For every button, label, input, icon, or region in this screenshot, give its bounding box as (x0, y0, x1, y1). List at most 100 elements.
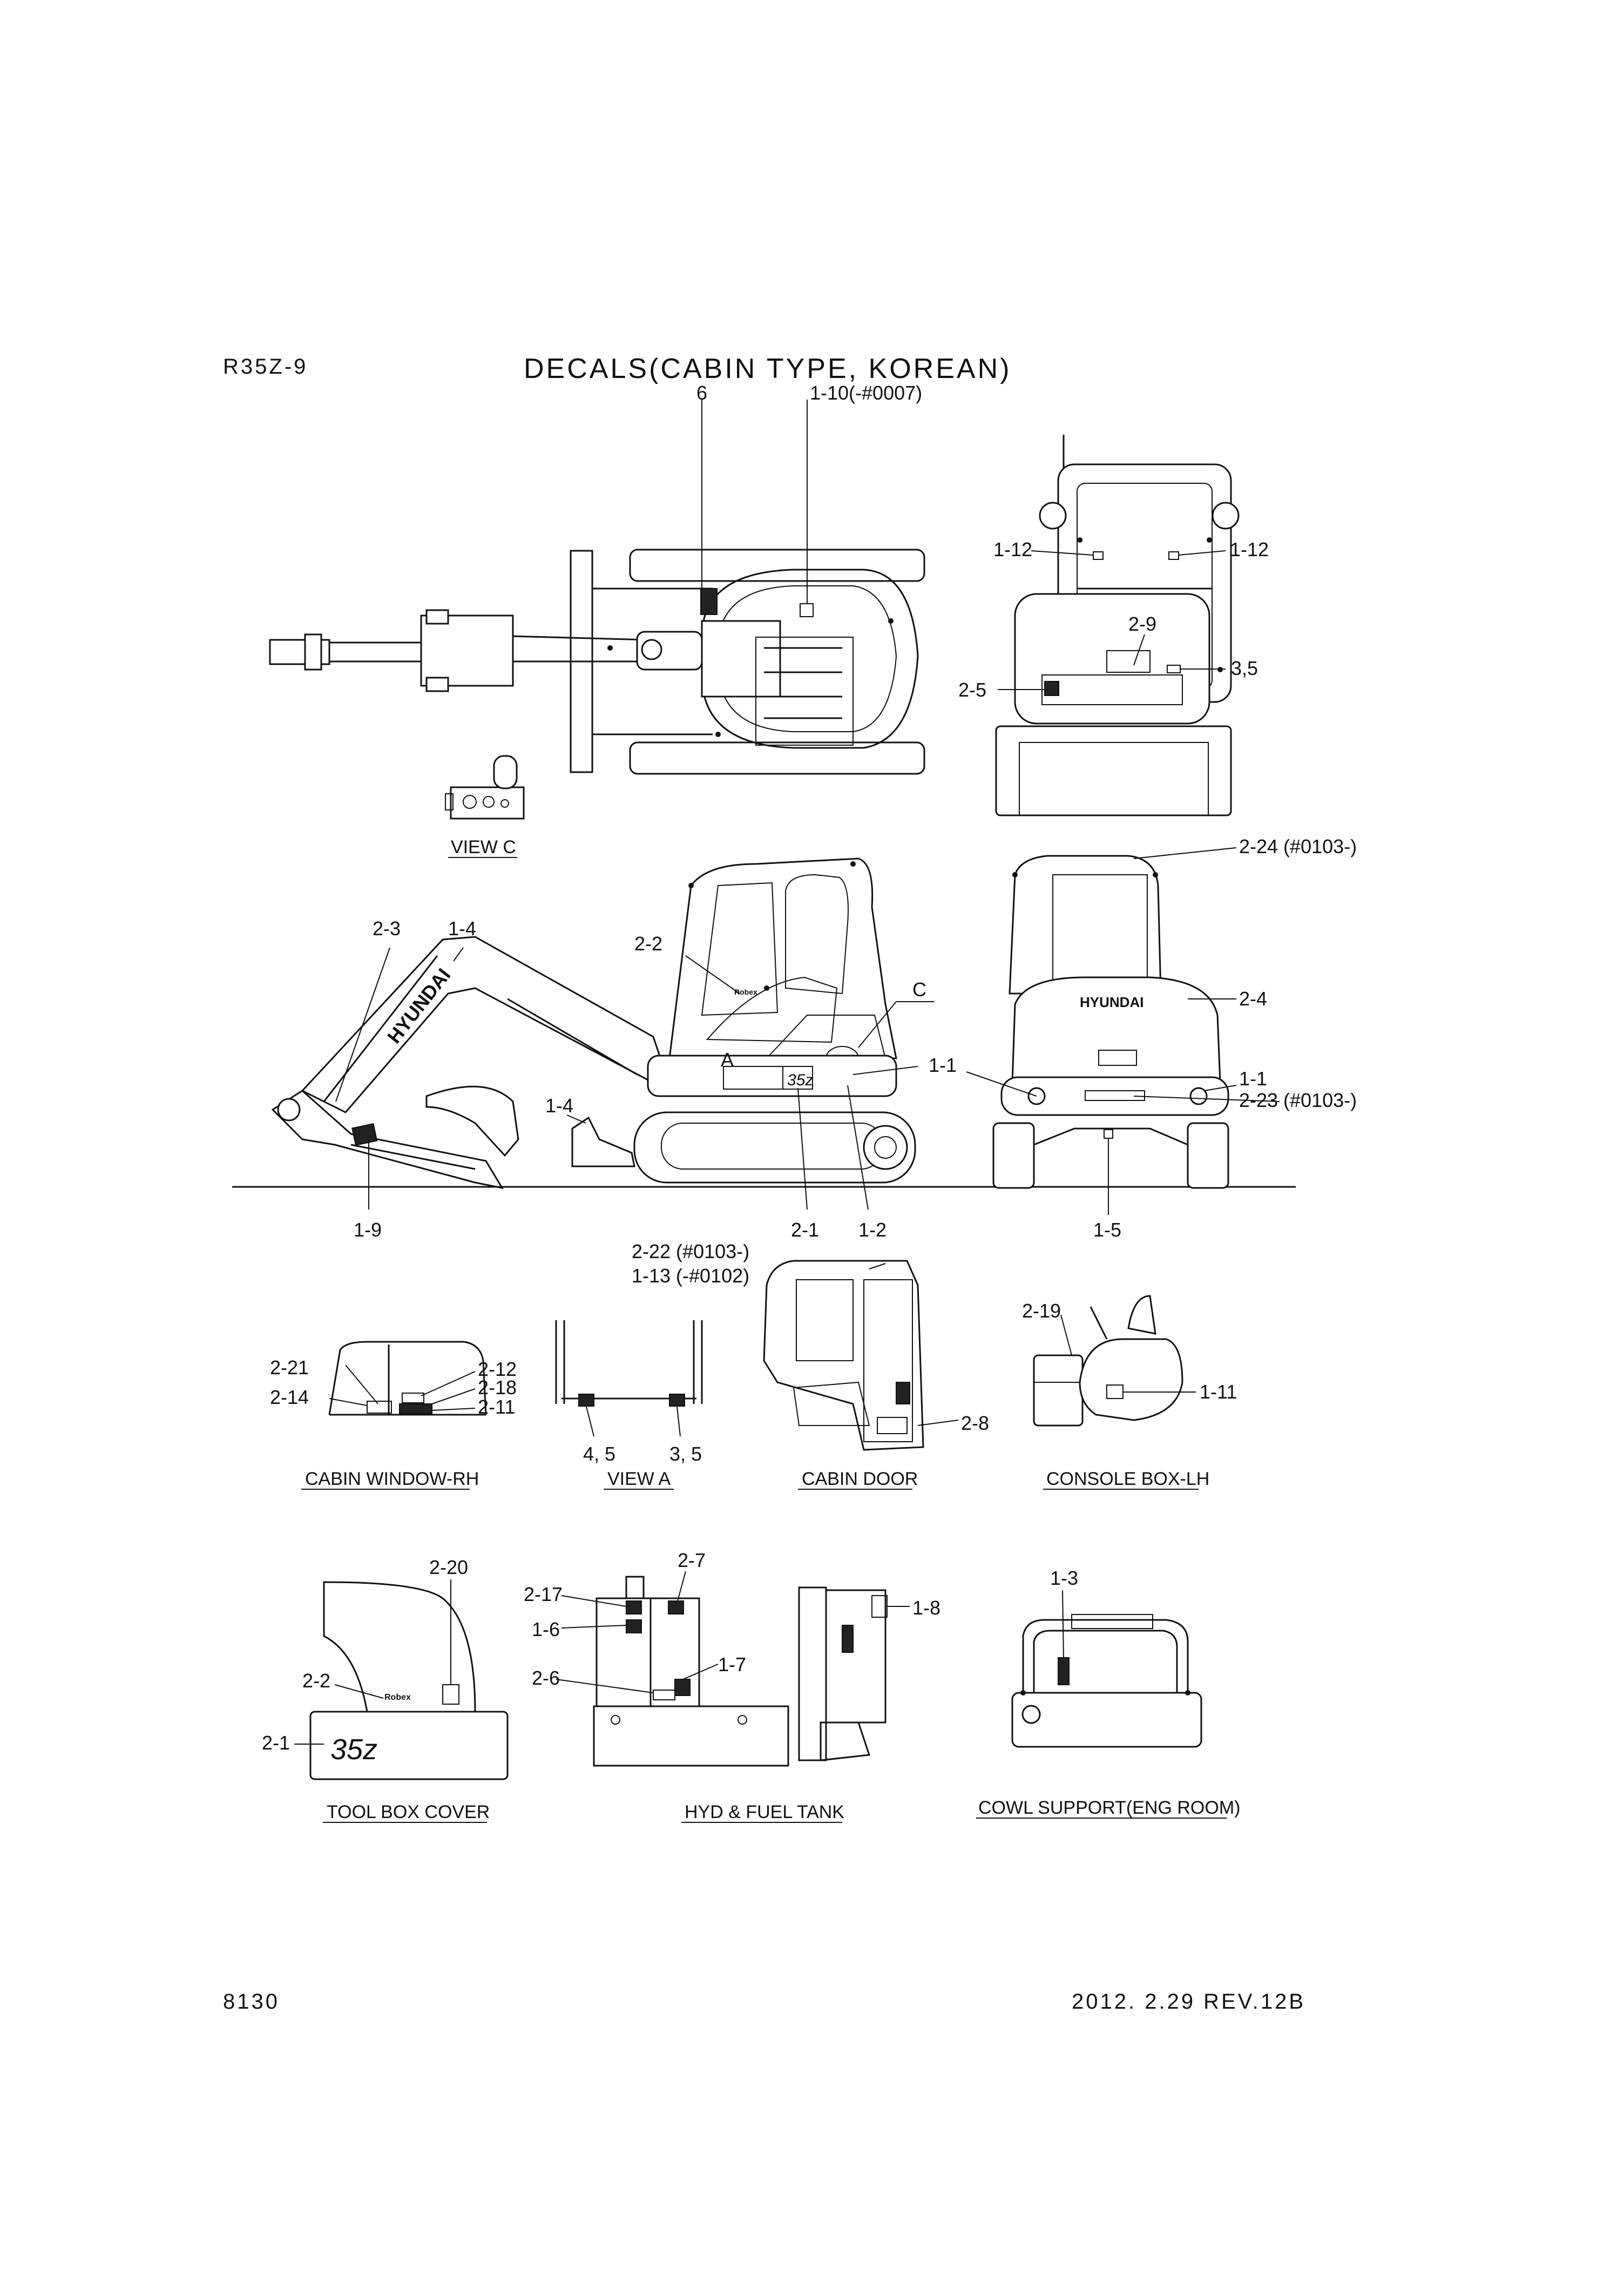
cabin-window-rh-drawing (328, 1341, 487, 1416)
callout-2-11: 2-11 (478, 1396, 515, 1418)
callout-1-10: 1-10(-#0007) (810, 382, 922, 404)
callout-1-11: 1-11 (1200, 1381, 1237, 1403)
callout-1-1-side: 1-1 (929, 1054, 957, 1076)
callout-1-12-left: 1-12 (993, 538, 1032, 560)
callout-1-5: 1-5 (1093, 1219, 1121, 1241)
callout-2-12: 2-12 (478, 1358, 517, 1380)
tool-box-cover-drawing: 35z Robex (309, 1581, 509, 1780)
view-marker-a: A (721, 1049, 734, 1071)
rear-view-drawing: HYUNDAI (992, 855, 1229, 1189)
callout-1-4-boom: 1-4 (448, 917, 476, 940)
caption-hyd-fuel-tank: HYD & FUEL TANK (685, 1802, 844, 1822)
revision-date: 2012. 2.29 REV.12B (1072, 1990, 1305, 2014)
leader-line (1133, 1096, 1280, 1102)
cowl-support-drawing (1011, 1614, 1202, 1748)
caption-cabin-door: CABIN DOOR (802, 1469, 918, 1489)
console-box-lh-drawing (1033, 1295, 1183, 1427)
view-c-drawing (445, 755, 525, 820)
callout-6: 6 (696, 382, 707, 404)
leader-line (966, 1071, 1037, 1097)
leader-line (797, 1087, 808, 1210)
callout-3-5-view-a: 3, 5 (669, 1443, 702, 1465)
leader-line (345, 1364, 378, 1404)
leader-line (685, 955, 740, 994)
side-view-drawing: HYUNDAI 35z Robex (271, 857, 916, 1190)
caption-view-a: VIEW A (607, 1469, 671, 1489)
leader-line (917, 1420, 959, 1426)
callout-1-7: 1-7 (718, 1653, 746, 1676)
leader-line (431, 1408, 476, 1411)
leader-line (858, 1001, 897, 1048)
leader-line (676, 1406, 681, 1437)
leader-line (1133, 634, 1145, 666)
leader-line (421, 1371, 476, 1396)
leader-line (682, 1664, 719, 1680)
caption-cowl-support: COWL SUPPORT(ENG ROOM) (978, 1798, 1240, 1818)
leader-line (1203, 1085, 1237, 1091)
callout-2-5: 2-5 (958, 679, 986, 701)
side-robex-badge: Robex (734, 988, 757, 996)
callout-2-8: 2-8 (961, 1412, 989, 1434)
leader-line (335, 947, 390, 1102)
tool-box-robex-badge: Robex (384, 1693, 411, 1702)
leader-line (586, 1406, 594, 1437)
leader-line (1062, 1590, 1064, 1658)
callout-2-24: 2-24 (#0103-) (1239, 835, 1357, 857)
model-number: R35Z-9 (223, 355, 308, 379)
callout-2-20: 2-20 (429, 1556, 468, 1578)
callout-2-1: 2-1 (791, 1219, 819, 1241)
leader-line (1031, 550, 1094, 556)
callout-1-1-rear: 1-1 (1239, 1068, 1267, 1090)
callout-3-5: 3,5 (1231, 657, 1258, 679)
rear-brand-decal: HYUNDAI (1080, 994, 1143, 1010)
callout-2-22: 2-22 (#0103-) (632, 1240, 749, 1262)
leader-line (556, 1679, 654, 1693)
caption-tool-box-cover: TOOL BOX COVER (327, 1802, 490, 1822)
tool-box-model-badge: 35z (330, 1733, 377, 1766)
callout-1-6: 1-6 (532, 1618, 560, 1640)
leader-line (334, 1684, 384, 1699)
callout-1-4-blade: 1-4 (545, 1095, 573, 1117)
callout-2-23: 2-23 (#0103-) (1239, 1089, 1357, 1111)
callout-2-7: 2-7 (678, 1549, 706, 1571)
callout-2-2: 2-2 (634, 933, 662, 955)
leader-line (847, 1085, 869, 1210)
leader-line (1060, 1314, 1072, 1356)
caption-console-box-lh: CONSOLE BOX-LH (1046, 1469, 1209, 1489)
callout-2-9: 2-9 (1128, 613, 1156, 635)
hyd-fuel-tank-drawing (593, 1576, 888, 1767)
leader-line (561, 1625, 627, 1629)
callout-1-8: 1-8 (912, 1597, 940, 1619)
leader-line (677, 1571, 686, 1602)
leader-line (1133, 847, 1237, 859)
side-model-badge: 35z (787, 1071, 813, 1089)
callout-2-17: 2-17 (524, 1583, 563, 1605)
boom-brand-decal: HYUNDAI (383, 964, 455, 1047)
callout-2-4: 2-4 (1239, 988, 1267, 1010)
top-view-drawing (269, 549, 925, 775)
view-marker-c: C (912, 978, 926, 1001)
callout-2-3: 2-3 (373, 917, 401, 940)
callout-2-2-tool: 2-2 (302, 1670, 330, 1692)
cabin-door-drawing (763, 1260, 924, 1451)
callout-2-14: 2-14 (270, 1386, 309, 1408)
leader-line (1178, 550, 1226, 556)
callout-1-12-right: 1-12 (1230, 538, 1269, 560)
leader-line (453, 947, 464, 962)
front-view-drawing (995, 435, 1240, 816)
callout-1-13: 1-13 (-#0102) (632, 1265, 749, 1287)
caption-cabin-window-rh: CABIN WINDOW-RH (305, 1469, 479, 1489)
page-title: DECALS(CABIN TYPE, KOREAN) (524, 353, 1011, 384)
leader-line (869, 1263, 886, 1269)
leader-line (852, 1066, 918, 1075)
callout-1-3: 1-3 (1050, 1567, 1078, 1589)
callout-1-9: 1-9 (354, 1219, 382, 1241)
callout-2-1-tool: 2-1 (262, 1732, 290, 1754)
view-a-drawing (555, 1320, 703, 1407)
leader-line (431, 1388, 476, 1404)
callout-2-18: 2-18 (478, 1376, 517, 1399)
page-number: 8130 (223, 1990, 280, 2014)
leader-line (561, 1595, 627, 1607)
caption-view-c: VIEW C (451, 837, 516, 857)
